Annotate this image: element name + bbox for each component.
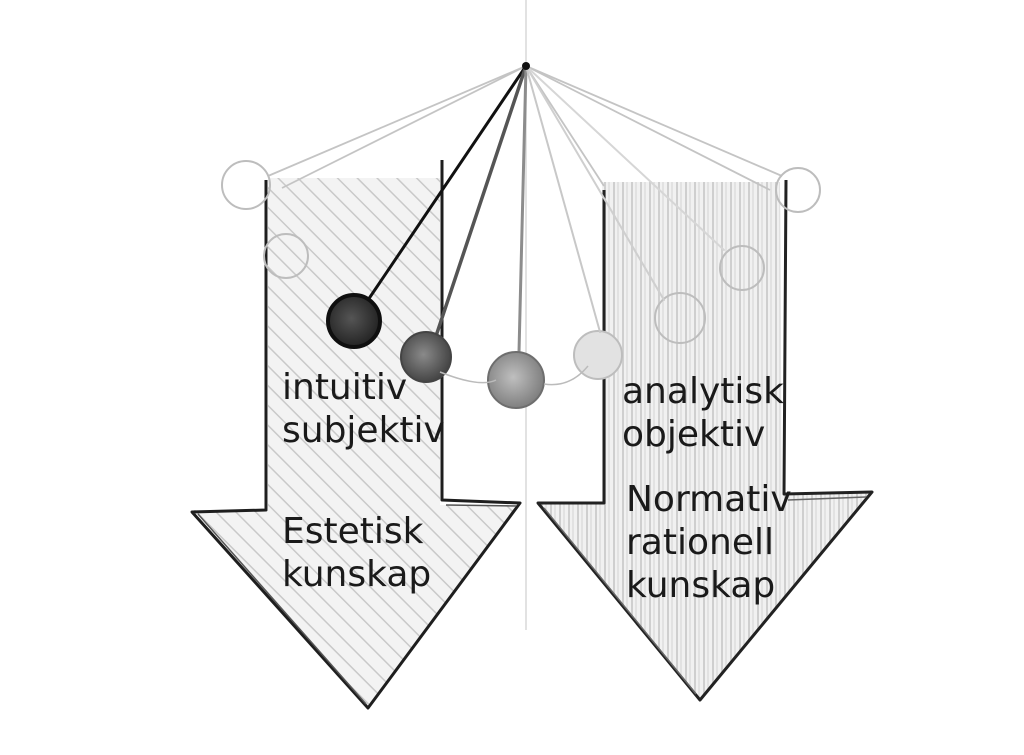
- right-arrow: [536, 179, 874, 702]
- trait-objektiv: objektiv: [622, 414, 766, 456]
- left-arrow-traits: intuitiv subjektiv: [282, 366, 445, 452]
- ball-mid: [400, 331, 452, 383]
- right-arrow-hatch: [538, 182, 872, 700]
- left-arrow-sketch-line: [197, 504, 517, 705]
- ball-light: [487, 351, 545, 409]
- trait-subjektiv: subjektiv: [282, 410, 445, 452]
- right-arrow-knowledge: Normativ rationell kunskap: [626, 478, 792, 608]
- trait-analytisk: analytisk: [622, 371, 784, 412]
- pendulum-frame: [267, 65, 783, 191]
- pivot-point: [522, 62, 530, 70]
- ghost-balls: [221, 160, 821, 380]
- knowledge-kunskap-right: kunskap: [626, 565, 776, 607]
- ball-connector-arc: [439, 365, 589, 386]
- knowledge-kunskap-left: kunskap: [282, 554, 432, 596]
- knowledge-estetisk: Estetisk: [282, 511, 424, 552]
- right-arrow-outline: [536, 179, 874, 702]
- left-arrow: [190, 160, 522, 710]
- pendulum-strings: [366, 64, 725, 354]
- left-arrow-knowledge: Estetisk kunskap: [282, 510, 431, 596]
- right-arrow-sketch-line: [543, 496, 867, 695]
- knowledge-normativ: Normativ: [626, 479, 792, 520]
- trait-intuitiv: intuitiv: [282, 367, 408, 408]
- left-arrow-hatch: [194, 178, 518, 708]
- ghost-ball-far-right: [775, 167, 821, 213]
- ball-dark: [326, 293, 382, 349]
- ghost-ball-left: [263, 233, 309, 279]
- ghost-ball-near-right: [573, 330, 623, 380]
- ghost-ball-far-left: [221, 160, 271, 210]
- ghost-ball-right: [719, 245, 765, 291]
- ghost-ball-mid-right: [654, 292, 706, 344]
- knowledge-rationell: rationell: [626, 522, 774, 564]
- left-arrow-outline: [190, 160, 522, 710]
- right-arrow-traits: analytisk objektiv: [622, 370, 784, 456]
